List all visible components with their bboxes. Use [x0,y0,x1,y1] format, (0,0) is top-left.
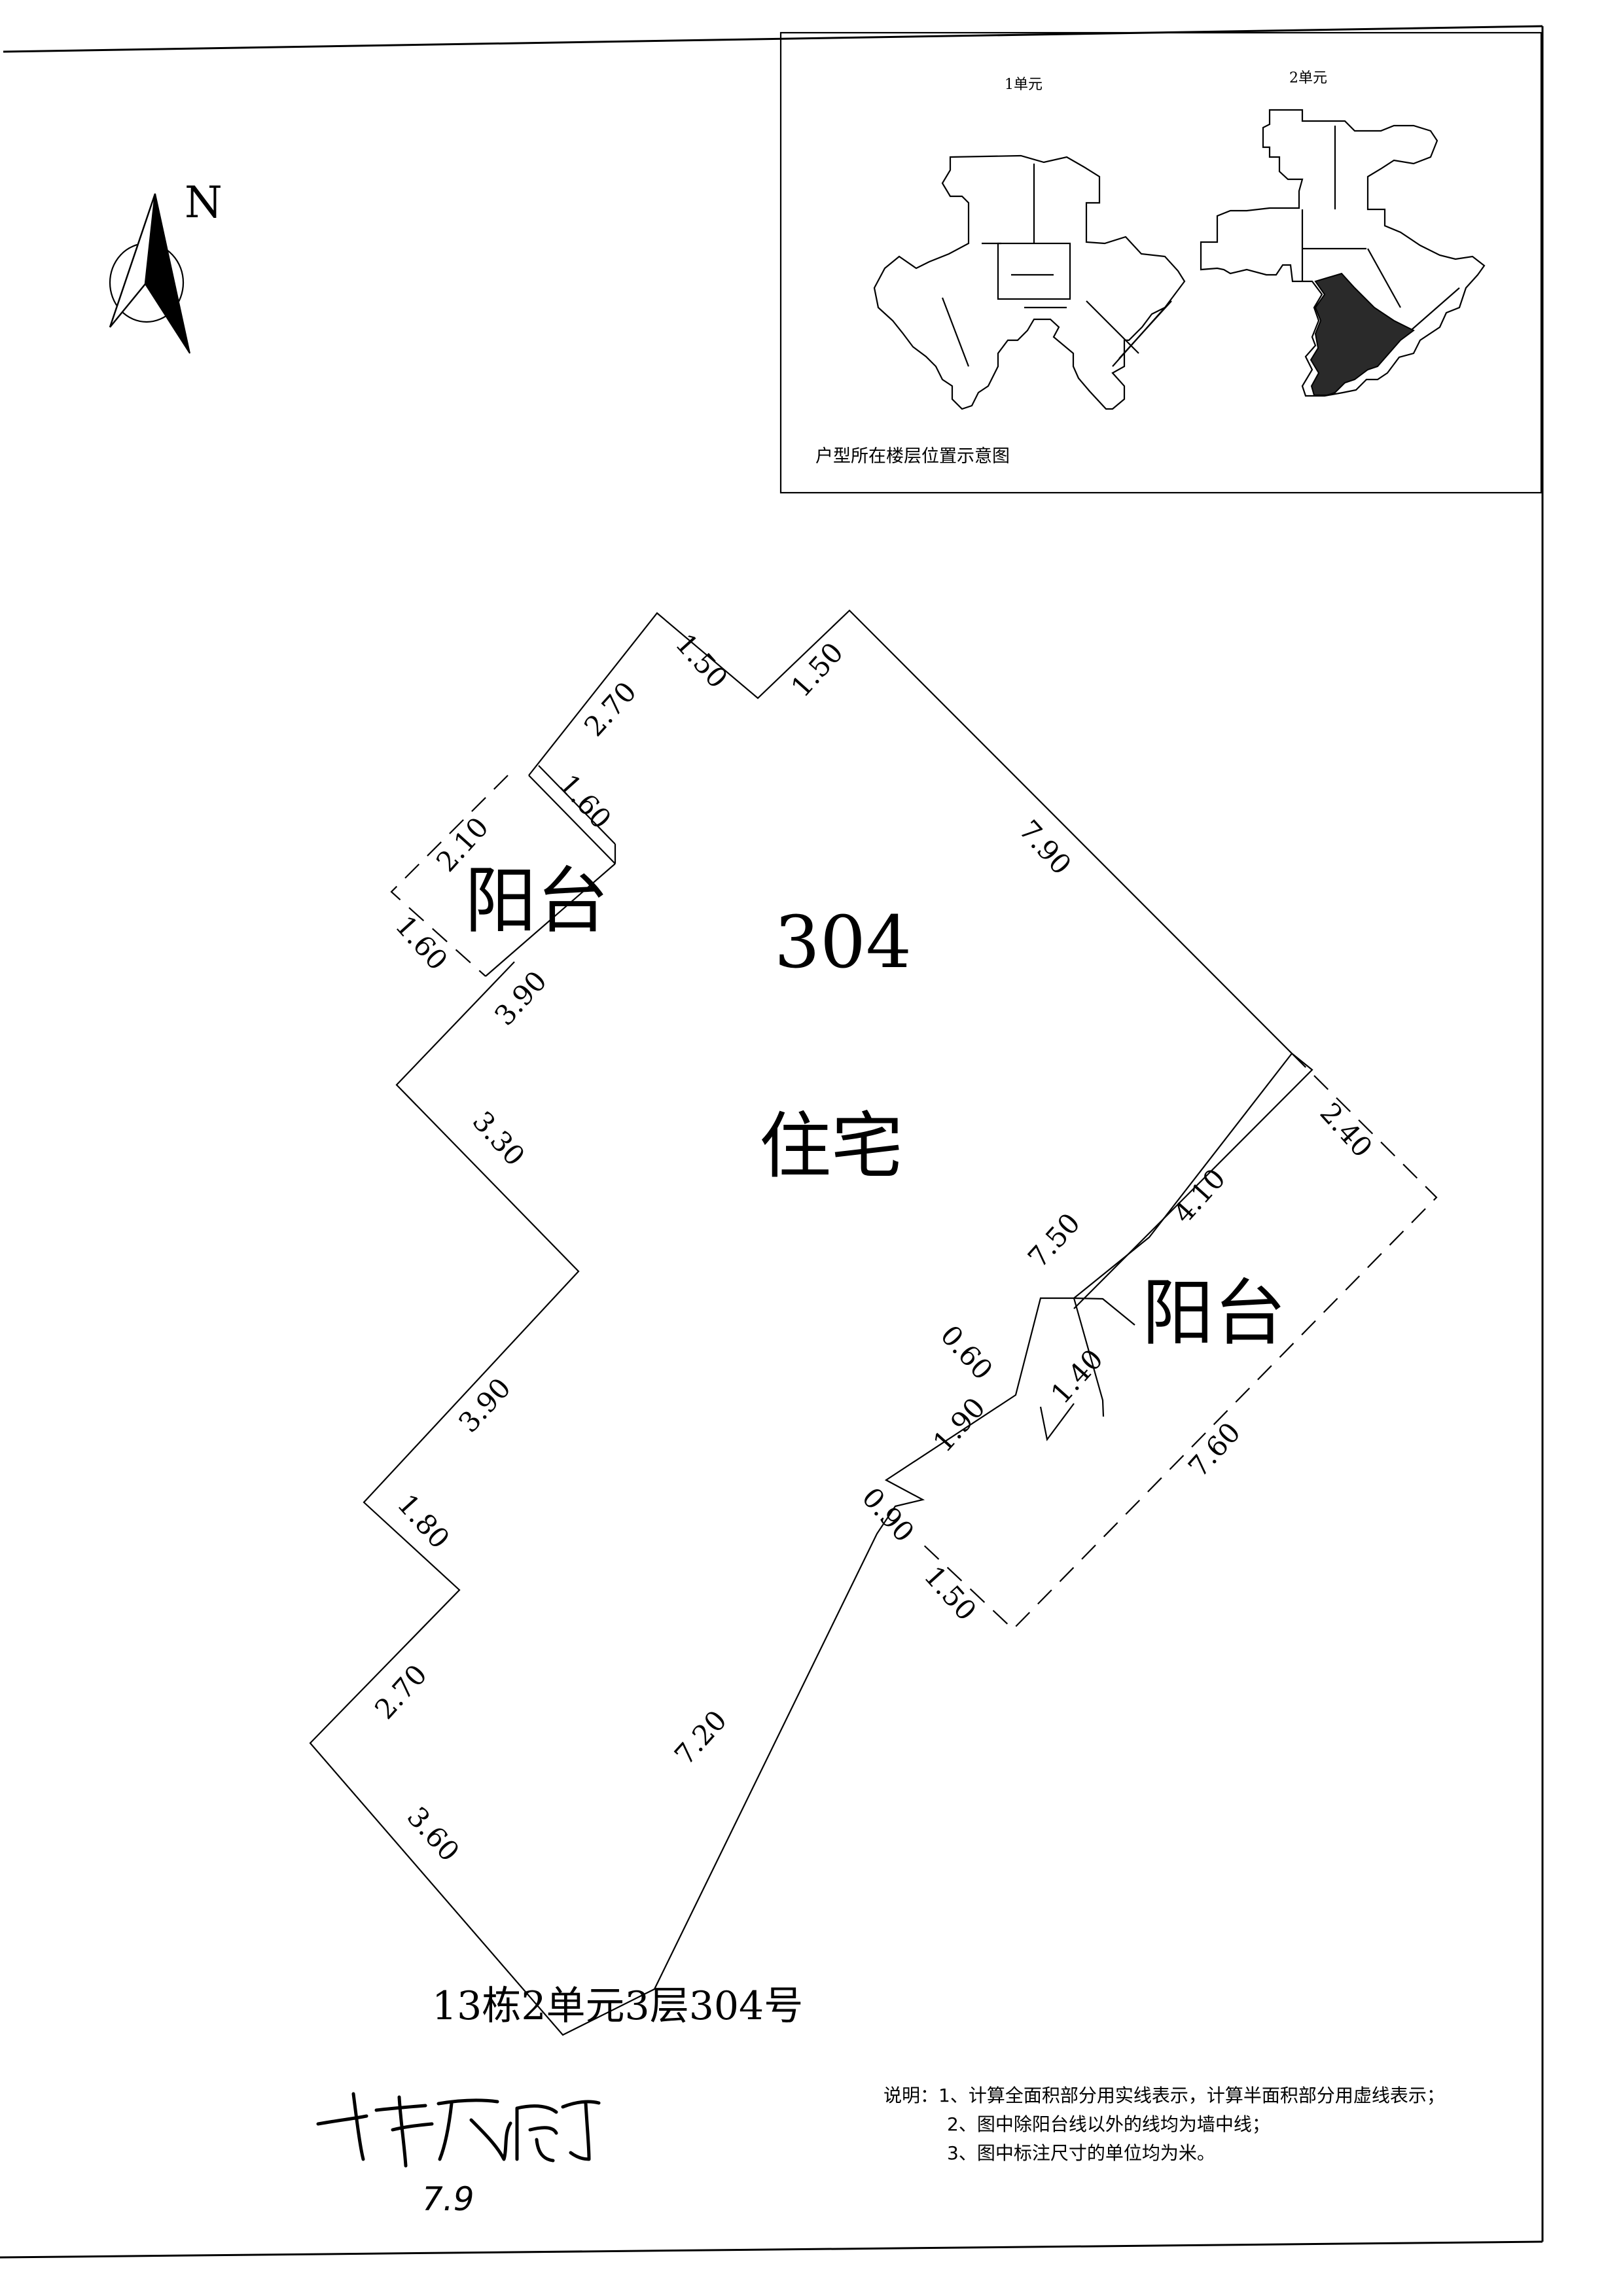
residence-notch [1073,1298,1105,1417]
dimension-label: 7.60 [1182,1416,1247,1483]
notes-block: 说明：1、计算全面积部分用实线表示，计算半面积部分用虚线表示； 2、图中除阳台线… [883,2085,1445,2164]
room-number: 304 [774,900,912,984]
balcony-right-outline [922,1053,1438,1631]
note-line-3: 3、图中标注尺寸的单位均为米。 [947,2142,1215,2164]
balcony-left-wall-4 [485,863,616,977]
north-label: N [185,177,223,228]
note-line-2: 2、图中除阳台线以外的线均为墙中线； [947,2113,1270,2135]
unit1-outline [873,154,1186,410]
dimension-label: 1.60 [389,910,454,976]
dimension-label: 4.10 [1167,1162,1232,1229]
highlighted-unit-marker [1310,272,1415,396]
balcony-right-wall [1073,1053,1313,1309]
handwritten-signature: 7.9 [316,2092,601,2218]
dimension-label: 0.60 [935,1319,999,1386]
dimension-label: 2.70 [578,675,643,742]
dimension-label: 1.50 [669,627,734,694]
dimension-label: 7.90 [1013,814,1078,881]
dimension-label: 2.70 [368,1658,433,1725]
balcony-left-label: 阳台 [465,859,609,943]
dimension-label: 0.90 [856,1481,921,1548]
dimension-label: 1.40 [1044,1343,1109,1409]
residence-notch-2 [1039,1403,1075,1441]
dimension-label: 3.90 [488,964,553,1031]
inset-frame [779,31,1543,494]
residence-outline [309,609,1293,2036]
balcony-right-label: 阳台 [1142,1271,1286,1355]
unit2-label: 2单元 [1289,70,1327,86]
dimension-label: 1.90 [927,1391,991,1458]
dimension-label: 3.60 [401,1801,466,1867]
inset-caption: 户型所在楼层位置示意图 [815,446,1010,467]
north-arrow-icon: N [109,177,223,354]
address-title: 13栋2单元3层304号 [432,1983,803,2029]
dimension-label: 1.60 [553,768,618,835]
main-floor-plan: 304 住宅 阳台 阳台 1.50 1.50 2.70 1.60 2.10 1.… [309,609,1438,2036]
balcony-left-outline [390,775,508,977]
balcony-right-inner [1073,1297,1135,1326]
dimension-label: 3.30 [467,1105,531,1172]
dimension-label: 1.50 [785,636,849,703]
dimension-label: 7.50 [1022,1207,1086,1273]
unit1-label: 1单元 [1005,77,1043,93]
dimension-label: 7.20 [668,1704,733,1771]
signature-date: 7.9 [422,2180,474,2218]
drawing-frame [0,25,1544,2259]
room-use: 住宅 [759,1104,903,1188]
note-line-1: 说明：1、计算全面积部分用实线表示，计算半面积部分用虚线表示； [883,2085,1445,2106]
dimension-label: 3.90 [452,1371,517,1438]
balcony-left-wall [528,775,616,864]
dimension-label: 1.80 [391,1488,456,1555]
balcony-left-wall-2 [538,765,616,845]
location-inset: 1单元 2单元 户型所在楼层位置示意图 [779,31,1543,494]
dimension-label: 1.50 [918,1560,983,1627]
